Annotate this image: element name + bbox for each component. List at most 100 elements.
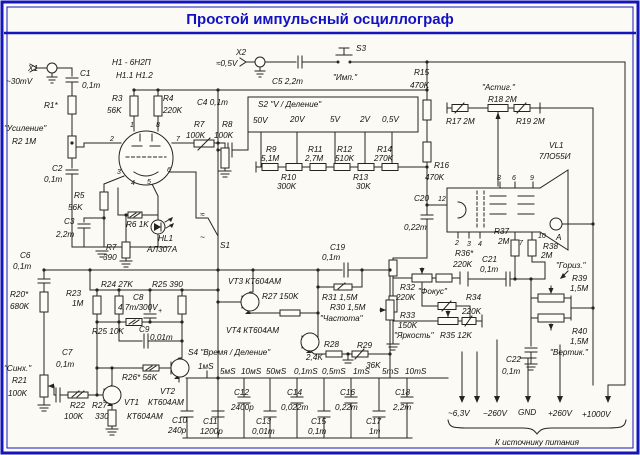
label-c9-val: 0,01m	[150, 333, 173, 342]
label-vt1: VT1	[124, 398, 139, 407]
label-crt-pin2: 2	[454, 240, 459, 247]
timing-cap-plates	[180, 396, 414, 418]
label-hl1: HL1	[158, 234, 173, 243]
label-r11-val: 2,7M	[304, 154, 323, 163]
resistor-r27-330	[107, 409, 117, 427]
label-r16: R16	[434, 161, 449, 170]
resistor-r16	[422, 141, 432, 163]
label-r2: R2 1M	[12, 137, 36, 146]
transistor-vt1	[102, 385, 122, 405]
label-s4-t4: 0,1mS	[294, 367, 318, 376]
label-c20-pin: 12	[438, 196, 446, 203]
label-r23: R23	[66, 289, 81, 298]
label-r27-330-val: 330	[95, 412, 109, 421]
label-r7-390: R7	[106, 243, 117, 252]
vt3-emitter-arrow	[245, 311, 251, 314]
resistor-r35	[461, 315, 477, 327]
label-c22-val: 0,1m	[502, 367, 520, 376]
label-vt3: VT3 КТ604АМ	[228, 277, 281, 286]
label-r6: R6 1K	[126, 220, 149, 229]
label-r40-val: 1,5M	[570, 337, 588, 346]
label-c16-val: 0,22m	[335, 403, 358, 412]
label-c16: C16	[340, 388, 355, 397]
potentiometer-r40	[537, 313, 565, 323]
label-r24: R24 27K	[101, 280, 133, 289]
resistor-r28	[325, 350, 343, 358]
resistor-r24	[114, 295, 124, 315]
label-pin5: 5	[147, 179, 151, 186]
label-vl1: VL1	[549, 141, 564, 150]
label-c7: C7	[62, 348, 73, 357]
transistor-vt4	[300, 332, 320, 352]
label-c22: C22	[506, 355, 521, 364]
label-c15: C15	[311, 417, 326, 426]
label-r29: R29	[357, 341, 372, 350]
label-s2: S2 "V / Деление"	[258, 100, 322, 109]
label-pwr-63v: ~6,3V	[448, 409, 471, 418]
label-r18: R18 2M	[488, 95, 517, 104]
label-c13: C13	[256, 417, 271, 426]
wires	[29, 47, 627, 439]
led-hl1	[150, 217, 174, 235]
transistor-vt3	[240, 292, 260, 312]
label-s1-pulse: ≈	[200, 210, 205, 219]
resistor-r13	[357, 163, 375, 171]
label-r4: R4	[163, 94, 174, 103]
label-c4: C4 0,1m	[197, 98, 228, 107]
label-s4-t-first: 1мS	[198, 362, 214, 371]
label-r34-val: 220K	[461, 307, 482, 316]
label-r36-val: 220K	[452, 260, 473, 269]
label-c11: C11	[203, 417, 217, 426]
label-r8-val: 100K	[214, 131, 234, 140]
label-c21-val: 0,1m	[480, 265, 498, 274]
label-s4-t6: 1mS	[353, 367, 370, 376]
label-r23-val: 1M	[72, 299, 84, 308]
label-c8-val: 4,7m/300V	[118, 303, 159, 312]
transistor-vt2	[170, 358, 190, 378]
label-c1-val: 0,1m	[82, 81, 100, 90]
label-focus: "Фокус"	[418, 287, 448, 296]
label-astig: "Астиг."	[482, 83, 516, 92]
potentiometer-r21	[39, 374, 49, 398]
resistor-r9	[261, 163, 279, 171]
label-vert: "Вертик."	[550, 348, 589, 357]
label-r11: R11	[308, 145, 322, 154]
label-r39: R39	[572, 274, 587, 283]
resistor-r5	[99, 191, 109, 211]
label-c10: C10	[172, 416, 187, 425]
resistor-r34	[437, 300, 457, 312]
label-c15-val: 0,1m	[308, 427, 326, 436]
label-r27-150k: R27 150K	[262, 292, 299, 301]
label-crt-pin8: 8	[497, 175, 501, 182]
label-v20: 20V	[289, 115, 306, 124]
label-vt4: VT4 КТ604АМ	[226, 326, 279, 335]
label-pin6: 6	[167, 167, 171, 174]
label-r8: R8	[222, 120, 233, 129]
label-imp: "Имп."	[333, 73, 358, 82]
label-x2-val: ≈0,5V	[216, 59, 239, 68]
label-c17: C17	[366, 417, 381, 426]
label-r20-val: 680K	[10, 302, 30, 311]
label-r28-val: 2,4K	[305, 353, 323, 362]
label-r33-val: 150K	[398, 321, 418, 330]
label-c19: C19	[330, 243, 345, 252]
label-r10: R10	[281, 173, 296, 182]
label-anode: А	[555, 233, 562, 242]
label-c7-val: 0,1m	[56, 360, 74, 369]
vt2-emitter-arrow	[174, 376, 180, 379]
label-c3-val: 2,2m	[55, 230, 74, 239]
potentiometer-r2	[67, 135, 77, 159]
label-r29-val: 36K	[366, 361, 381, 370]
label-c10-val: 240p	[167, 426, 187, 435]
label-pin3: 3	[117, 169, 121, 176]
components: +	[39, 60, 595, 427]
resistor-r25-390	[177, 295, 187, 315]
label-r30: R30 1,5M	[330, 303, 366, 312]
label-r38: R38	[543, 242, 558, 251]
label-s1: S1	[220, 241, 230, 250]
label-pin1: 1	[130, 122, 134, 129]
label-r35: R35 12K	[440, 331, 472, 340]
resistor-r26	[142, 364, 160, 372]
